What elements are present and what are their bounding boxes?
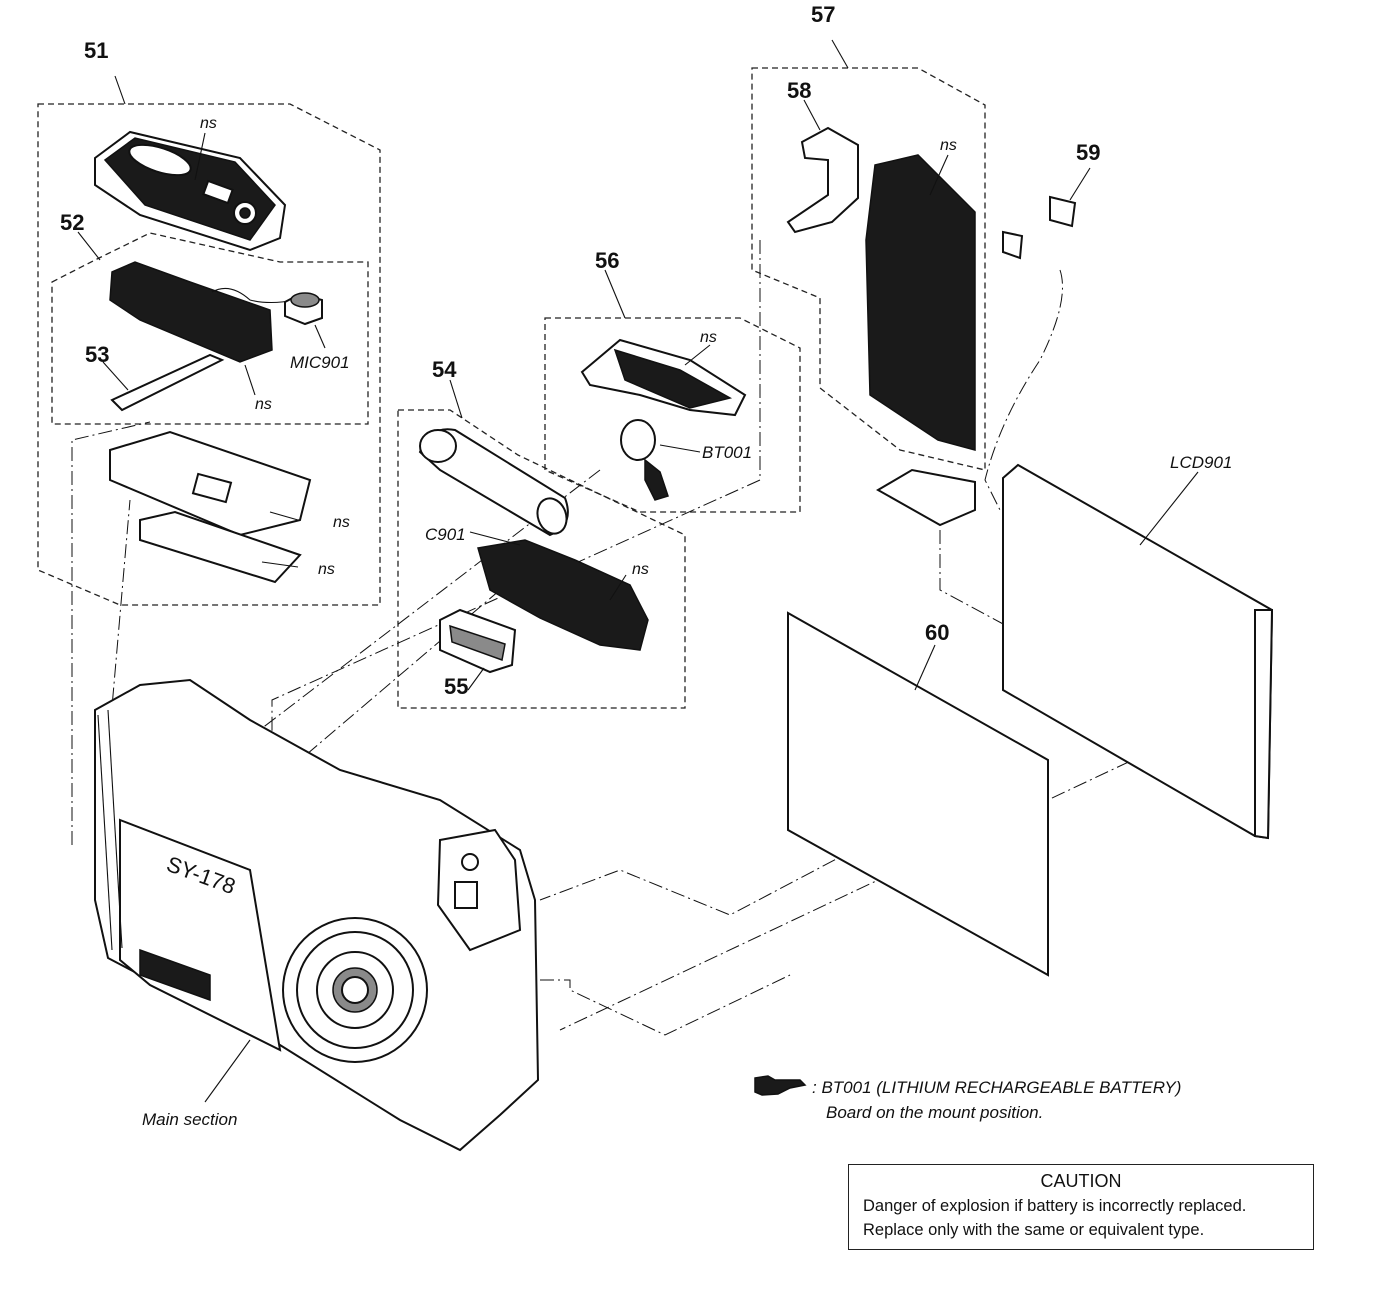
leader-line [261,561,299,568]
ref-51: 51 [84,38,108,63]
ref-54: 54 [432,357,457,382]
group-51-outline [37,103,381,606]
leader-line [102,361,129,391]
alignment-line [539,814,921,916]
leader-line [1069,167,1091,201]
pointing-hand-icon [754,1075,807,1096]
lcd-window-panel [787,611,1049,977]
leader-line [449,379,463,419]
label-c901: C901 [425,525,466,544]
lcd-flex-cable-part [786,126,859,234]
leader-line [1139,471,1199,546]
group-57-outline [751,67,986,471]
caution-line-2: Replace only with the same or equivalent… [863,1221,1205,1239]
lcd-board-part [865,154,976,451]
ref-60: 60 [925,620,949,645]
backup-battery-part [620,419,669,501]
label-main-section: Main section [142,1110,237,1129]
insulating-sheet-part [139,510,302,584]
ns-label: ns [318,561,335,578]
label-lcd901: LCD901 [1170,453,1232,472]
alignment-line [984,269,1063,511]
ns-label: ns [200,115,217,132]
alignment-line [939,530,1006,626]
leader-line [204,1039,251,1103]
ref-55: 55 [444,674,468,699]
alignment-line [540,974,791,1036]
leader-line [604,269,626,319]
shield-sheet-part [1049,195,1077,228]
group-54-outline [397,409,686,709]
ns-label: ns [940,137,957,154]
leader-line [684,344,711,366]
strobe-part [439,608,517,674]
ref-56: 56 [595,248,619,273]
frame-plate-part [109,430,312,537]
leader-line [659,444,701,453]
label-bt001: BT001 [702,443,752,462]
caution-title: CAUTION [1040,1171,1122,1191]
ground-clip-part [1002,230,1024,260]
caution-line-1: Danger of explosion if battery is incorr… [863,1197,1247,1215]
ns-label: ns [632,561,649,578]
caution-box: CAUTION Danger of explosion if battery i… [848,1164,1314,1250]
main-section-part [94,678,540,1152]
leader-line [803,99,821,131]
battery-holder-part [580,338,747,417]
ref-59: 59 [1076,140,1100,165]
leader-line [114,75,126,105]
ns-label: ns [700,329,717,346]
alignment-line [71,421,151,845]
flex-cable-part [110,353,225,412]
flash-board-part [477,539,649,651]
leader-line [77,231,101,261]
leader-line [609,574,627,601]
ref-53: 53 [85,342,109,367]
leader-line [244,364,256,396]
capacitor-part [418,428,569,537]
lcd-panel-part [875,463,1274,840]
group-56-outline [544,317,801,513]
leader-line [929,154,949,196]
switch-board-part [109,261,296,363]
leader-line [269,511,299,521]
ns-label: ns [255,396,272,413]
note-line-1: : BT001 (LITHIUM RECHARGEABLE BATTERY) [812,1078,1181,1097]
leader-line [314,324,326,349]
microphone-part [284,292,323,326]
ns-label: ns [333,514,350,531]
ref-52: 52 [60,210,84,235]
top-cover-part [94,130,287,252]
note-line-2: Board on the mount position. [826,1103,1043,1122]
ref-58: 58 [787,78,811,103]
label-mic901: MIC901 [290,353,350,372]
leader-line [469,531,521,546]
leader-line [831,39,849,69]
leader-line [467,667,485,691]
leader-line [194,132,206,181]
ref-57: 57 [811,2,835,27]
leader-line [914,644,936,691]
